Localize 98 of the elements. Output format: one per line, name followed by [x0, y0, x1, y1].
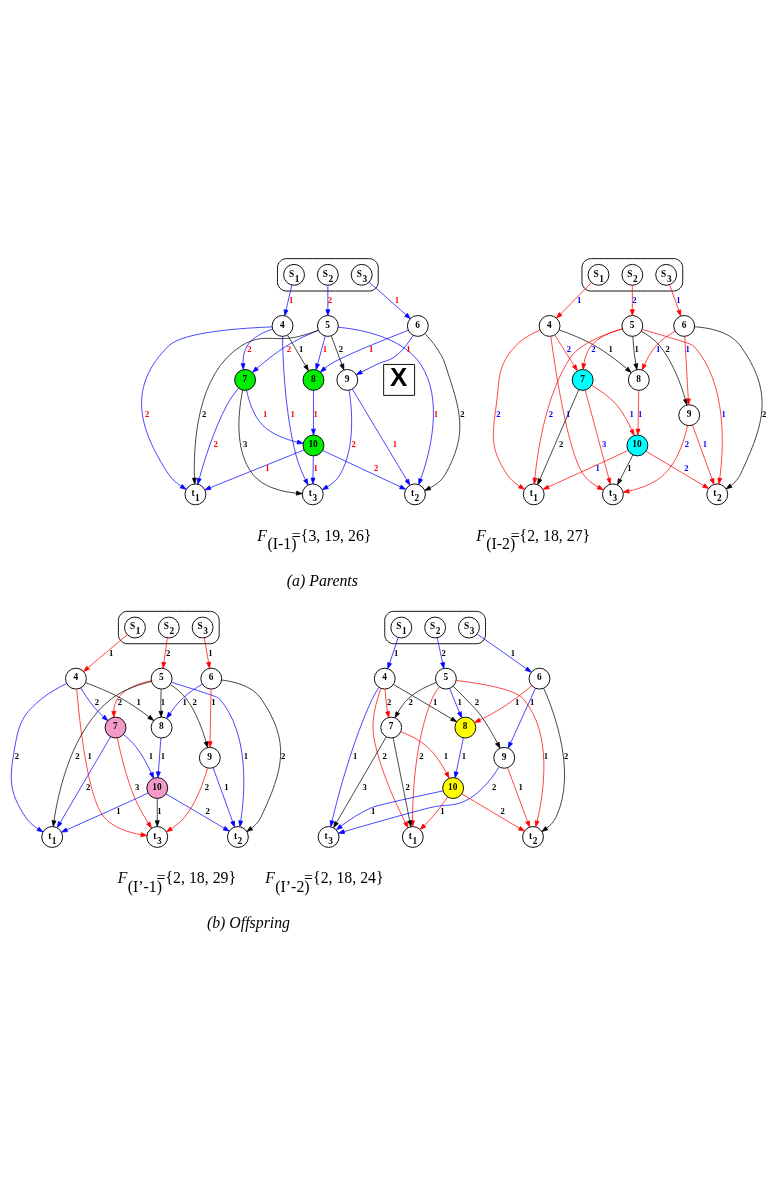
edge-label: 2 — [558, 438, 564, 449]
edge-label: 1 — [530, 696, 535, 707]
edge-label: 1 — [629, 408, 634, 419]
edge-label: 2 — [441, 647, 446, 658]
edge-label: 2 — [204, 781, 210, 792]
edge-label: 1 — [576, 294, 582, 305]
edge-label: 1 — [440, 805, 445, 816]
edge-label: 1 — [432, 696, 438, 707]
edge-label: 1 — [160, 750, 166, 761]
edge-label: 1 — [87, 750, 92, 761]
edge-label: 1 — [543, 750, 549, 761]
edge-label: 2 — [500, 805, 505, 816]
edge-label: 1 — [322, 343, 328, 354]
edge-label: 3 — [242, 438, 248, 449]
edge-label: 1 — [211, 696, 216, 707]
edge-label: 2 — [591, 343, 596, 354]
edge-label: 1 — [702, 438, 708, 449]
edge-label: 1 — [595, 462, 600, 473]
edge-label: 1 — [160, 696, 166, 707]
edge-label: 1 — [510, 647, 516, 658]
edge-label: 2 — [761, 408, 767, 419]
edge-label: 1 — [394, 647, 399, 658]
label: (b) Offspring — [206, 913, 291, 931]
edge-label: 2 — [14, 750, 20, 761]
edge-label: 1 — [685, 343, 690, 354]
edge-label: 2 — [117, 696, 122, 707]
edge-label: 2 — [247, 343, 252, 354]
edge-label: 1 — [566, 408, 571, 419]
edge-label: 1 — [676, 294, 681, 305]
edge-label: 1 — [265, 462, 270, 473]
edge-label: 1 — [182, 696, 187, 707]
edge-label: 1 — [148, 750, 153, 761]
edge-label: 1 — [518, 781, 523, 792]
edge-label: 1 — [371, 805, 376, 816]
edge-label: 3 — [362, 781, 367, 792]
edge-label: 2 — [351, 438, 356, 449]
edge-label: 2 — [474, 696, 480, 707]
edge-label: 3 — [134, 781, 140, 792]
edge-label: 1 — [627, 462, 632, 473]
edge-label: 1 — [313, 462, 318, 473]
edge-label: 1 — [392, 438, 397, 449]
edge-label: 1 — [157, 805, 162, 816]
edge-label: 1 — [394, 294, 400, 305]
edge-label: 1 — [433, 408, 438, 419]
edge-label: 1 — [353, 750, 358, 761]
edge-label: 2 — [566, 343, 572, 354]
edge-label: 1 — [368, 343, 374, 354]
edge-label: 1 — [243, 750, 248, 761]
edge-label: 1 — [461, 750, 467, 761]
edge-label: 1 — [608, 343, 613, 354]
edge-label: 2 — [75, 750, 80, 761]
edge-label: 1 — [224, 781, 229, 792]
edge-label: 1 — [263, 408, 268, 419]
edge-label: 2 — [491, 781, 497, 792]
edge-label: 2 — [405, 781, 410, 792]
edge-label: 1 — [638, 408, 643, 419]
edge-label: 1 — [136, 696, 141, 707]
edge-label: 2 — [145, 408, 150, 419]
edge-label: 1 — [313, 408, 318, 419]
edge-label: 2 — [665, 343, 670, 354]
edge-label: 1 — [109, 647, 114, 658]
edge-label: 2 — [563, 750, 569, 761]
edge-label: 1 — [656, 343, 661, 354]
edge-label: 2 — [86, 781, 91, 792]
edge-label: 2 — [338, 343, 343, 354]
edge-label: 1 — [299, 343, 304, 354]
edge-label: 2 — [286, 343, 292, 354]
edge-label: 2 — [496, 408, 501, 419]
edge-label: 2 — [201, 408, 207, 419]
edge-label: 1 — [289, 294, 294, 305]
edge-label: 3 — [602, 438, 607, 449]
edge-label: 2 — [94, 696, 99, 707]
edge-label: 2 — [419, 750, 424, 761]
edge-label: 2 — [281, 750, 286, 761]
edge-label: 2 — [382, 750, 387, 761]
label: (a) Parents — [286, 571, 358, 589]
edge-label: 2 — [192, 696, 197, 707]
edge-label: 1 — [515, 696, 520, 707]
edge-label: 2 — [205, 805, 210, 816]
edge-label: 1 — [457, 696, 462, 707]
edge-label: 2 — [684, 438, 690, 449]
edge-label: 1 — [443, 750, 449, 761]
edge-label: 2 — [632, 294, 637, 305]
edge-label: 2 — [373, 462, 379, 473]
edge-label: 2 — [460, 408, 465, 419]
edge-label: 1 — [406, 343, 411, 354]
edge-label: 1 — [208, 647, 213, 658]
edge-label: 2 — [684, 462, 689, 473]
edge-label: 2 — [213, 438, 218, 449]
edge-label: 2 — [408, 696, 413, 707]
edge-label: 2 — [386, 696, 392, 707]
edge-label: 1 — [290, 408, 295, 419]
edge-label: 1 — [116, 805, 121, 816]
edge-label: 2 — [165, 647, 171, 658]
edge-label: 1 — [634, 343, 639, 354]
edge-label: 1 — [721, 408, 726, 419]
edge-label: 2 — [548, 408, 554, 419]
edge-label: 2 — [327, 294, 333, 305]
